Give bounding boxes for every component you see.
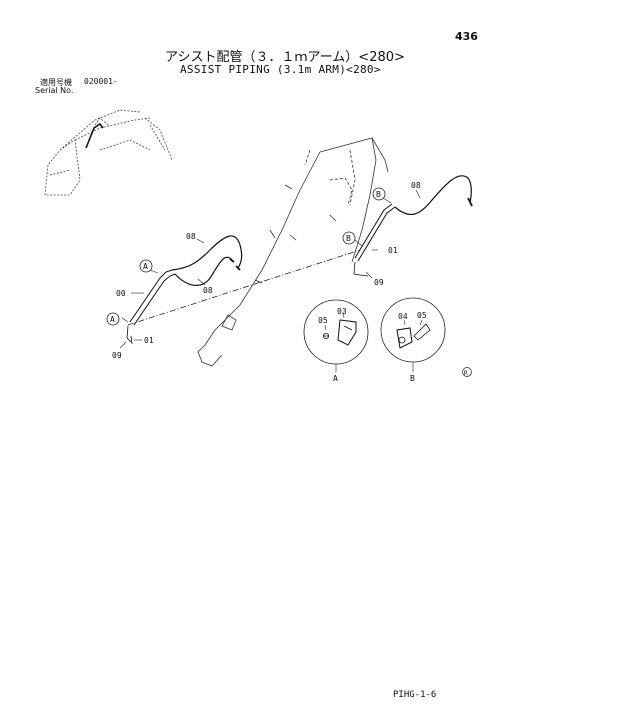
marker-a-bottom-circle (106, 312, 120, 326)
page-number: 436 (455, 30, 478, 43)
marker-b-top: B (376, 190, 381, 199)
detail-a (303, 299, 369, 372)
serial-number-value: 020001- (84, 77, 118, 86)
thumbnail-highlight-pipe (85, 122, 104, 149)
pipe-00 (129, 269, 176, 326)
callout-09-right: 09 (374, 278, 384, 287)
revision-mark: R (464, 370, 468, 377)
leader-lines (119, 189, 421, 349)
serial-label-japanese: 適用号機 (40, 78, 72, 87)
fitting-09-right (353, 261, 369, 277)
fitting-09-left (126, 325, 133, 345)
callout-09-left: 09 (112, 351, 122, 360)
arm-outline (197, 137, 389, 367)
page-title-japanese: アシスト配管（３．１ｍアーム）<280> (165, 50, 405, 65)
detail-b-label: B (410, 374, 415, 383)
marker-b-mid-circle (342, 231, 356, 245)
pipe-01-right (354, 203, 396, 262)
arm-centerline (127, 249, 361, 326)
detail-b (380, 297, 446, 372)
callout-01-left: 01 (144, 336, 154, 345)
callout-00: 00 (116, 289, 126, 298)
page-title-english: ASSIST PIPING (3.1m ARM)<280> (180, 63, 381, 76)
callout-04-detail-b: 04 (398, 312, 408, 321)
marker-a-top: A (143, 262, 148, 271)
hose-08-right (394, 175, 473, 216)
marker-a-top-circle (139, 259, 153, 273)
serial-label-english: Serial No. (35, 86, 74, 95)
marker-b-top-circle (372, 187, 386, 201)
footer-code: PIHG-1-6 (393, 690, 437, 700)
callout-01-right: 01 (388, 246, 398, 255)
revision-mark-circle (462, 367, 472, 377)
detail-a-label: A (333, 374, 338, 383)
callout-03-detail-a: 03 (337, 307, 347, 316)
callout-08-right: 08 (411, 181, 421, 190)
callout-05-detail-b: 05 (417, 311, 427, 320)
marker-a-bottom: A (110, 315, 115, 324)
callout-05-detail-a: 05 (318, 316, 328, 325)
callout-08-left-top: 08 (186, 232, 196, 241)
callout-08-left-bottom: 08 (203, 286, 213, 295)
hose-08-left (171, 235, 243, 286)
excavator-thumbnail (44, 109, 173, 196)
arm-mark (254, 279, 263, 284)
marker-b-mid: B (346, 234, 351, 243)
